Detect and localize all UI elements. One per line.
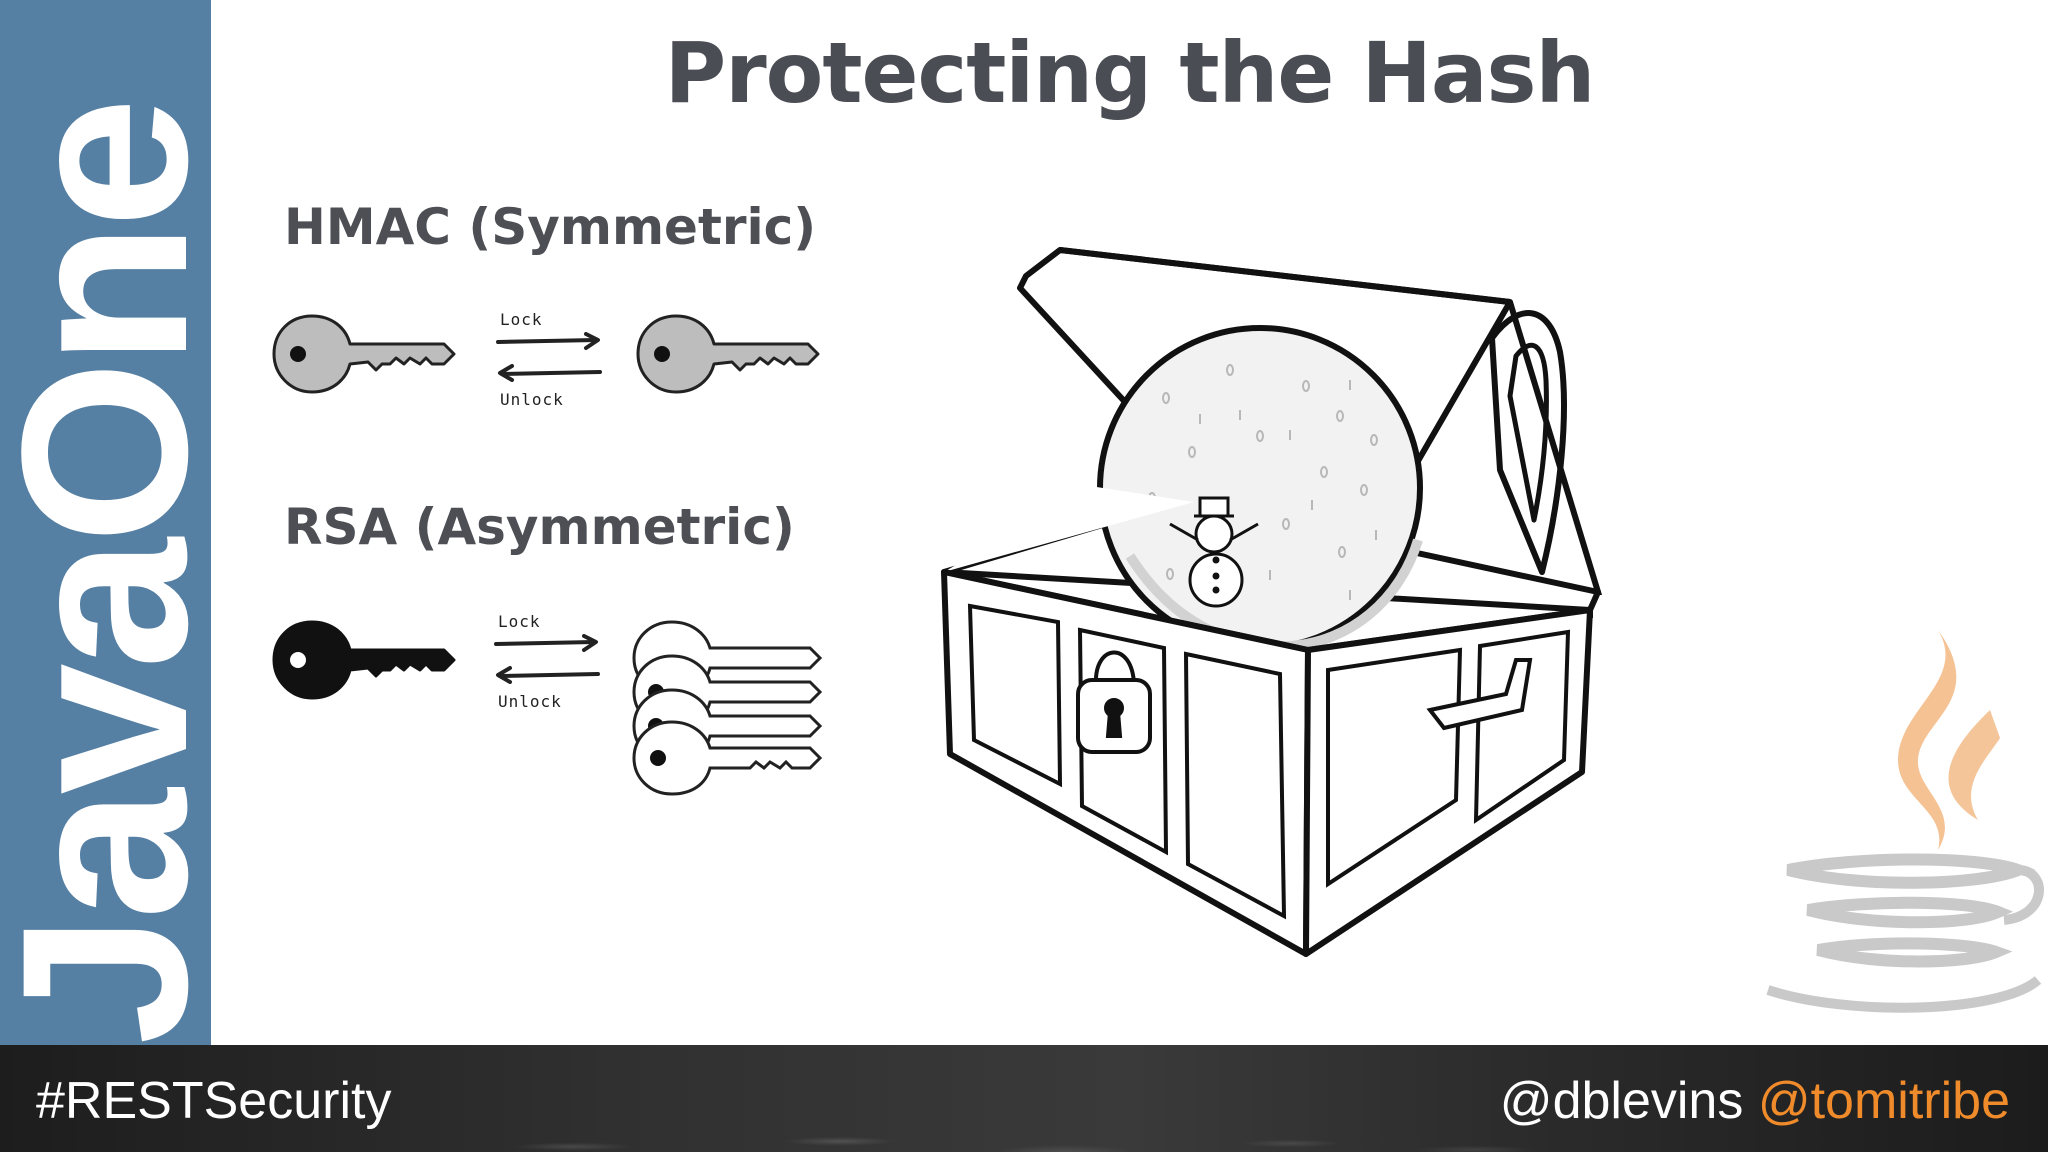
arrow-left-icon <box>494 664 600 684</box>
rsa-unlock-label: Unlock <box>498 692 562 711</box>
footer-bar: #RESTSecurity @dblevins @tomitribe <box>0 1045 2048 1152</box>
hmac-heading: HMAC (Symmetric) <box>284 198 816 256</box>
treasure-chest-icon <box>930 240 1650 970</box>
rsa-lock-label: Lock <box>498 612 541 631</box>
brand-sidebar: JavaOne <box>0 0 211 1045</box>
hmac-unlock-label: Unlock <box>500 390 564 409</box>
slide-title: Protecting the Hash <box>211 24 2048 122</box>
arrow-left-icon <box>496 362 602 382</box>
arrow-right-icon <box>496 332 602 352</box>
footer-handle-dblevins: @dblevins <box>1500 1072 1744 1130</box>
arrow-right-icon <box>494 634 600 654</box>
hmac-lock-label: Lock <box>500 310 543 329</box>
rsa-private-key-icon <box>272 618 458 702</box>
rsa-public-keys-icon <box>632 618 824 798</box>
hmac-left-key-icon <box>272 312 458 396</box>
rsa-arrows: Lock Unlock <box>490 608 600 708</box>
java-logo-icon <box>1748 620 2048 1030</box>
footer-handle-tomitribe: @tomitribe <box>1758 1072 2010 1130</box>
hmac-right-key-icon <box>636 312 822 396</box>
hmac-arrows: Lock Unlock <box>492 310 602 410</box>
footer-handles: @dblevins @tomitribe <box>1500 1071 2010 1131</box>
footer-hashtag: #RESTSecurity <box>36 1071 391 1131</box>
rsa-heading: RSA (Asymmetric) <box>284 498 795 556</box>
brand-wordmark: JavaOne <box>0 0 211 1045</box>
